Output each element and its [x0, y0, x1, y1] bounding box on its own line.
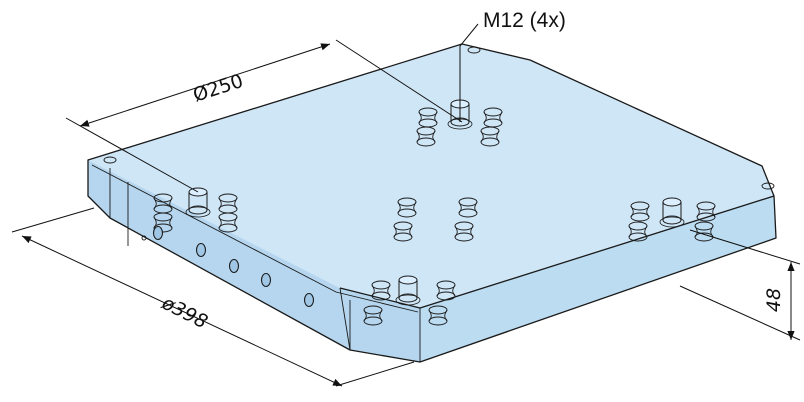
thread-callout: M12 (4x)	[459, 9, 566, 122]
dimension-label-48: 48	[763, 288, 785, 312]
dimension-label-250: Ø250	[190, 70, 246, 107]
dimension-height-48: 48	[679, 229, 801, 341]
corner-holes	[103, 46, 775, 190]
dimension-label-398: ø398	[158, 292, 212, 334]
callout-label: M12 (4x)	[483, 9, 566, 32]
plate-right-face	[420, 196, 776, 362]
